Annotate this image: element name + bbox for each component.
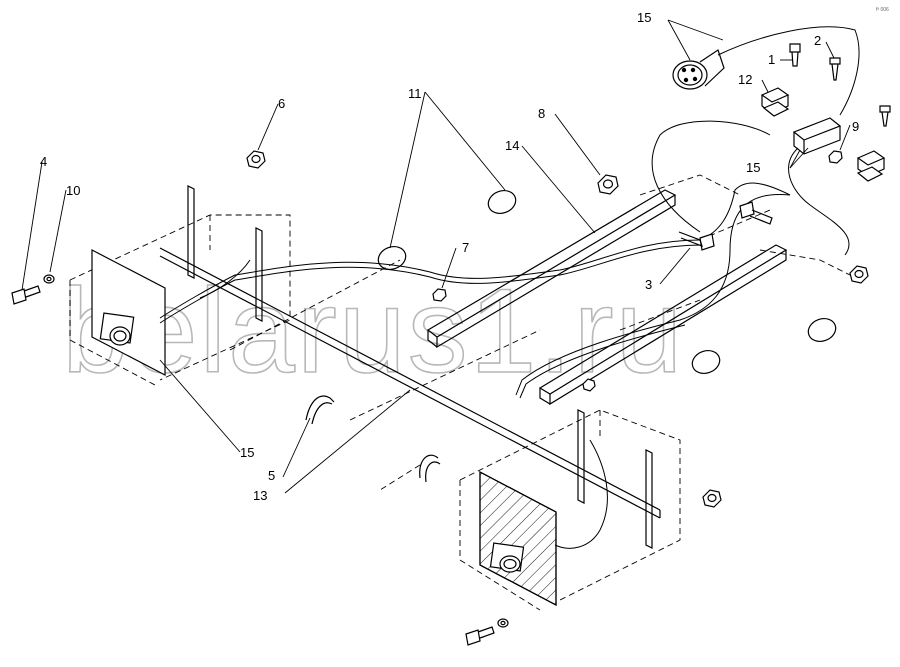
plug-connector [672, 49, 725, 90]
callout-5: 5 [268, 468, 275, 483]
callout-10: 10 [66, 183, 80, 198]
right-brackets [577, 409, 653, 549]
cable-clamps [760, 87, 886, 182]
bolt-left [11, 274, 55, 305]
wiring-harness [159, 26, 860, 549]
screws [789, 43, 891, 127]
callout-8: 8 [538, 106, 545, 121]
u-bolts [305, 395, 441, 483]
callout-9: 9 [852, 119, 859, 134]
crossbeam [159, 247, 661, 519]
bolt-bottom [465, 618, 509, 646]
hose-clamps [377, 190, 837, 374]
callout-11: 11 [408, 86, 422, 101]
callout-3: 3 [645, 277, 652, 292]
callout-13: 13 [253, 488, 267, 503]
callout-15-left: 15 [240, 445, 254, 460]
callout-4: 4 [40, 154, 47, 169]
bolt-center [678, 201, 773, 251]
callout-15-right: 15 [746, 160, 760, 175]
callout-2: 2 [814, 33, 821, 48]
corner-code: f³ 006 [876, 7, 889, 13]
nuts [246, 150, 869, 508]
callout-6: 6 [278, 96, 285, 111]
left-lamp-assembly [91, 249, 166, 376]
callout-15-top: 15 [637, 10, 651, 25]
right-lamp-assembly [479, 471, 557, 606]
left-brackets [187, 185, 263, 322]
callout-leaders [21, 19, 851, 494]
junction-box [792, 117, 842, 155]
callout-7: 7 [462, 240, 469, 255]
callout-labels: 15 1 2 12 9 15 6 11 8 14 4 10 7 3 15 5 1… [40, 10, 859, 503]
callout-1: 1 [768, 52, 775, 67]
angle-bracket-lower [538, 244, 788, 406]
callout-14: 14 [505, 138, 519, 153]
callout-12: 12 [738, 72, 752, 87]
